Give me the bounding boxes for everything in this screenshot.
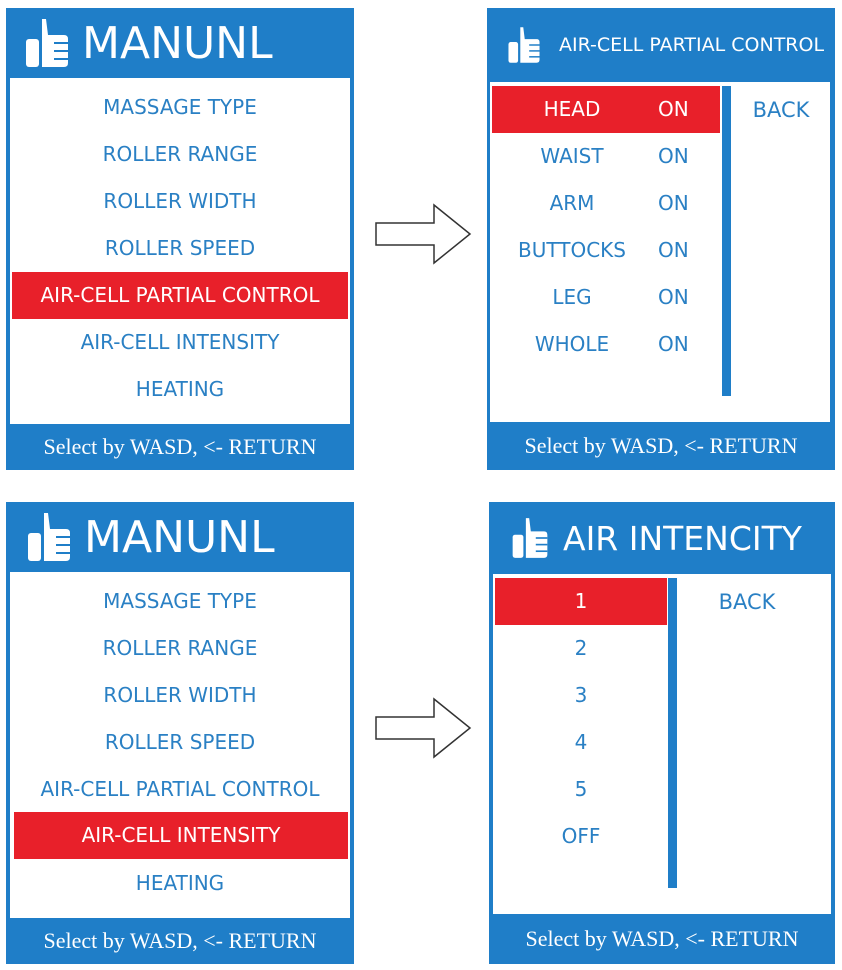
menu-item-air-cell-partial-control[interactable]: AIR-CELL PARTIAL CONTROL [40, 777, 320, 801]
option-row-arm[interactable]: ARM ON [492, 180, 720, 227]
thumbs-up-icon [511, 516, 549, 560]
thumbs-up-icon [26, 511, 72, 563]
menu-item-roller-speed[interactable]: ROLLER SPEED [104, 236, 256, 260]
menu-list: MASSAGE TYPE ROLLER RANGE ROLLER WIDTH R… [10, 78, 350, 424]
air-cell-partial-control-panel: AIR-CELL PARTIAL CONTROL HEAD ON WAIST O… [487, 8, 835, 470]
footer-hint: Select by WASD, <- RETURN [525, 926, 799, 951]
partial-control-header: AIR-CELL PARTIAL CONTROL [487, 8, 835, 82]
menu-item-roller-range[interactable]: ROLLER RANGE [102, 636, 258, 660]
menu-item-roller-width[interactable]: ROLLER WIDTH [103, 683, 257, 707]
option-row-head[interactable]: HEAD ON [492, 86, 720, 133]
intensity-option-4[interactable]: 4 [574, 730, 588, 754]
scrollbar[interactable] [668, 578, 677, 888]
option-value: ON [658, 144, 689, 168]
footer-hint: Select by WASD, <- RETURN [524, 433, 798, 458]
menu-item-roller-speed[interactable]: ROLLER SPEED [104, 730, 256, 754]
option-name: WAIST [540, 144, 604, 168]
back-button[interactable]: BACK [718, 590, 776, 614]
air-intensity-header: AIR INTENCITY [489, 502, 835, 574]
option-name: ARM [549, 191, 595, 215]
manual-menu-header: MANUNL [6, 8, 354, 78]
page-title: MANUNL [82, 17, 273, 69]
thumbs-up-icon [24, 17, 70, 69]
menu-item-air-cell-intensity[interactable]: AIR-CELL INTENSITY [14, 812, 348, 859]
page-title: AIR-CELL PARTIAL CONTROL [559, 34, 825, 56]
option-value: ON [658, 332, 689, 356]
option-name: BUTTOCKS [518, 238, 626, 262]
intensity-option-2[interactable]: 2 [574, 636, 588, 660]
menu-list: MASSAGE TYPE ROLLER RANGE ROLLER WIDTH R… [10, 572, 350, 918]
menu-item-roller-width[interactable]: ROLLER WIDTH [103, 189, 257, 213]
option-name: WHOLE [534, 332, 610, 356]
intensity-option-1[interactable]: 1 [495, 578, 667, 625]
option-name: HEAD [543, 97, 601, 121]
option-row-leg[interactable]: LEG ON [492, 274, 720, 321]
manual-menu-panel-top: MANUNL MASSAGE TYPE ROLLER RANGE ROLLER … [6, 8, 354, 470]
menu-item-air-cell-partial-control[interactable]: AIR-CELL PARTIAL CONTROL [12, 272, 348, 319]
page-title: MANUNL [84, 511, 275, 563]
menu-item-massage-type[interactable]: MASSAGE TYPE [103, 95, 257, 119]
intensity-option-off[interactable]: OFF [561, 824, 601, 848]
right-arrow-icon [374, 697, 474, 759]
menu-item-heating[interactable]: HEATING [135, 377, 225, 401]
air-intensity-panel: AIR INTENCITY 1 2 3 4 5 OFF BACK Select … [489, 502, 835, 964]
option-value: ON [658, 191, 689, 215]
footer-hint: Select by WASD, <- RETURN [43, 434, 317, 459]
intensity-list: 1 2 3 4 5 OFF BACK [493, 574, 831, 914]
menu-item-roller-range[interactable]: ROLLER RANGE [102, 142, 258, 166]
option-value: ON [658, 97, 689, 121]
manual-menu-header: MANUNL [6, 502, 354, 572]
right-arrow-icon [374, 203, 474, 265]
partial-control-list: HEAD ON WAIST ON ARM ON BUTTOCKS ON LEG … [490, 82, 830, 422]
option-value: ON [658, 285, 689, 309]
scrollbar[interactable] [722, 86, 731, 396]
intensity-option-3[interactable]: 3 [574, 683, 588, 707]
option-value: ON [658, 238, 689, 262]
menu-item-air-cell-intensity[interactable]: AIR-CELL INTENSITY [80, 330, 280, 354]
option-name: LEG [552, 285, 592, 309]
menu-item-massage-type[interactable]: MASSAGE TYPE [103, 589, 257, 613]
intensity-option-5[interactable]: 5 [574, 777, 588, 801]
option-row-waist[interactable]: WAIST ON [492, 133, 720, 180]
thumbs-up-icon [507, 25, 541, 65]
menu-item-heating[interactable]: HEATING [135, 871, 225, 895]
page-title: AIR INTENCITY [563, 518, 802, 558]
footer-hint: Select by WASD, <- RETURN [43, 928, 317, 953]
manual-menu-panel-bottom: MANUNL MASSAGE TYPE ROLLER RANGE ROLLER … [6, 502, 354, 964]
back-button[interactable]: BACK [752, 98, 810, 122]
option-row-buttocks[interactable]: BUTTOCKS ON [492, 227, 720, 274]
option-row-whole[interactable]: WHOLE ON [492, 321, 720, 368]
